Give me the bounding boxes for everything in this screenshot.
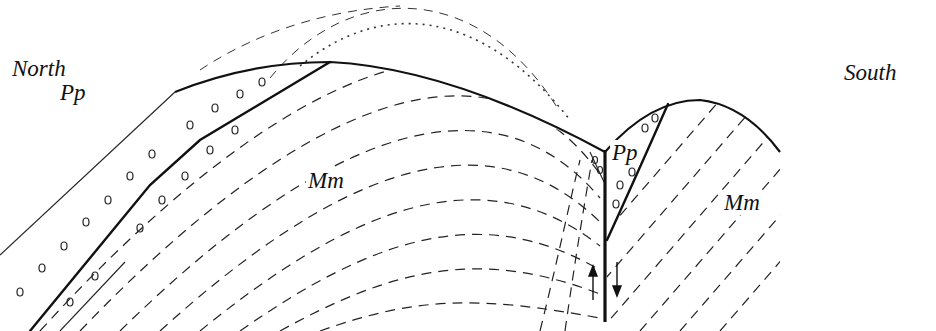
ground-surface bbox=[175, 62, 780, 152]
fault-motion-arrows bbox=[589, 262, 621, 300]
formation-label: Pp bbox=[58, 80, 88, 105]
direction-label: North bbox=[10, 56, 68, 81]
formation-label: Pp bbox=[610, 140, 640, 165]
contacts bbox=[30, 62, 668, 331]
fault-line bbox=[603, 150, 606, 322]
pp-bedding bbox=[0, 92, 604, 331]
eroded-projection bbox=[200, 6, 570, 120]
mm-strata bbox=[520, 100, 920, 331]
formation-label: Mm bbox=[306, 168, 346, 193]
conglomerate-pebbles bbox=[17, 78, 658, 306]
direction-label: South bbox=[842, 60, 898, 85]
formation-label: Mm bbox=[722, 190, 762, 215]
mm-strata bbox=[40, 61, 600, 331]
